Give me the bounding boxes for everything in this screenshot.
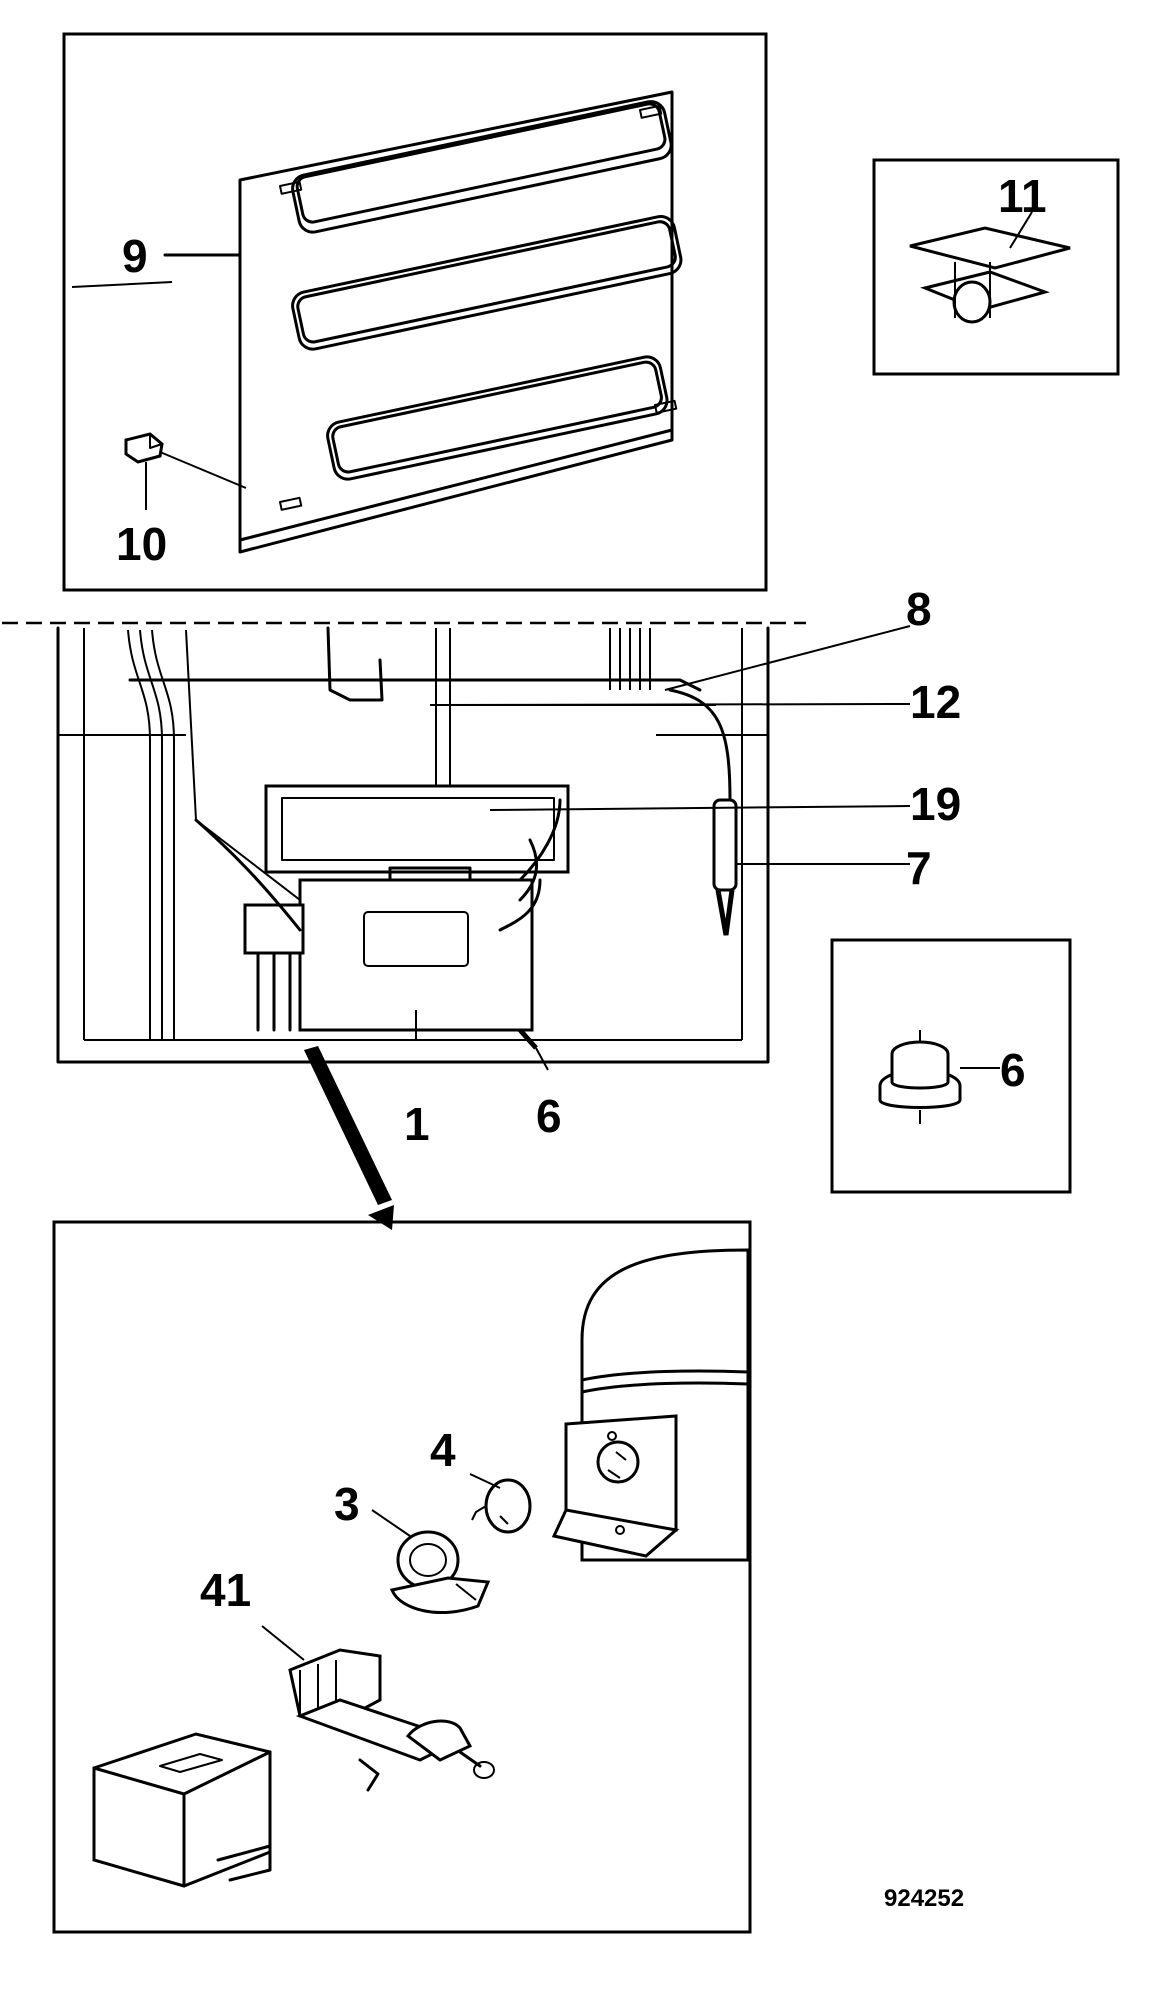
label-8: 8 (906, 583, 932, 635)
leader-line-8 (664, 625, 911, 691)
label-1: 1 (404, 1098, 430, 1150)
drier-part-7 (712, 798, 738, 936)
label-9: 9 (122, 230, 148, 282)
clip-part-11-icon (909, 226, 1071, 324)
label-6: 6 (536, 1090, 562, 1142)
overload-protector-part-4 (471, 1478, 532, 1534)
cabinet-outline (56, 626, 770, 1064)
grommet-detail-frame (830, 938, 1072, 1194)
relay-cover-icon (92, 1732, 272, 1888)
label-12: 12 (910, 676, 961, 728)
electrical-detail-panel: 4 3 41 (52, 1220, 752, 1934)
compressor-dome-icon (551, 1248, 750, 1562)
grommet-detail-panel: 6 (830, 938, 1072, 1194)
drawing-number: 924252 (884, 1885, 964, 1912)
label-10: 10 (116, 518, 167, 570)
compressor-cover-part-19 (264, 784, 570, 874)
clip-detail-panel: 11 (872, 158, 1120, 376)
detail-arrow (304, 1046, 392, 1205)
electrical-detail-frame (52, 1220, 752, 1934)
leader-line-12 (437, 703, 911, 706)
compressor-part-1 (194, 798, 562, 1032)
grommet-mark (518, 1028, 538, 1050)
label-11: 11 (998, 170, 1047, 222)
evaporator-panel: 9 10 (62, 32, 768, 592)
leader-line-10 (159, 451, 247, 489)
clip-detail-frame (872, 158, 1120, 376)
leader-line-41 (261, 1625, 305, 1661)
label-7: 7 (906, 842, 932, 894)
grommet-part-6-icon (878, 1030, 962, 1124)
leader-line-19 (489, 805, 911, 811)
label-41: 41 (200, 1564, 251, 1616)
relay-part-3 (389, 1530, 491, 1614)
cabinet-section: 8 12 19 7 1 6 (2, 583, 961, 1230)
leader-line-4 (469, 1473, 501, 1489)
evaporator-plate (238, 90, 683, 554)
terminal-block-part-41 (288, 1648, 495, 1792)
reference-line (71, 281, 173, 288)
leader-line-3 (371, 1509, 411, 1537)
leader-line-11 (1009, 211, 1033, 249)
label-6b: 6 (1000, 1044, 1026, 1096)
leader-line-6 (535, 1047, 549, 1071)
evaporator-frame (62, 32, 768, 592)
clip-part-10-icon (124, 432, 164, 464)
label-4: 4 (430, 1424, 456, 1476)
capillary-tube (668, 688, 732, 802)
label-3: 3 (334, 1478, 360, 1530)
label-19: 19 (910, 778, 961, 830)
